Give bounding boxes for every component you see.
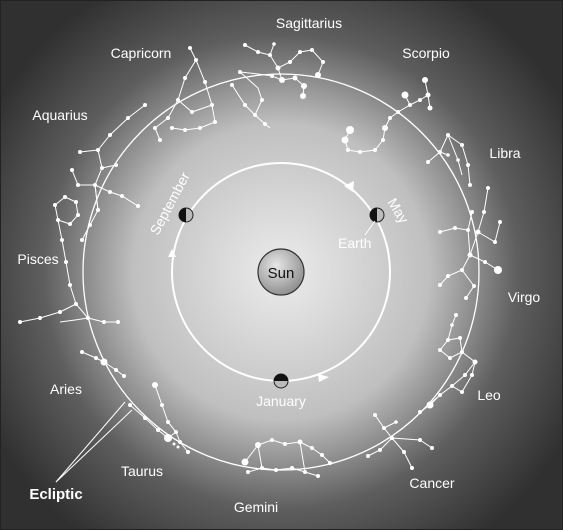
label-leo: Leo xyxy=(477,387,501,403)
month-january: January xyxy=(256,393,306,409)
constellation-aquarius xyxy=(70,103,147,242)
constellation-cancer xyxy=(366,413,434,470)
sun-icon xyxy=(257,248,305,296)
label-capricorn: Capricorn xyxy=(111,45,172,61)
earth-january-icon xyxy=(273,373,289,389)
constellation-taurus xyxy=(128,382,190,454)
orbit-arrow-icon xyxy=(318,374,329,382)
constellation-aries xyxy=(80,350,126,378)
constellation-virgo xyxy=(438,186,502,300)
earth-pointer xyxy=(364,220,376,236)
ecliptic-pointer xyxy=(55,401,126,483)
constellation-pisces xyxy=(18,195,120,324)
constellation-leo xyxy=(418,313,478,414)
ecliptic-label: Ecliptic xyxy=(29,486,82,503)
ecliptic-pointer xyxy=(55,409,133,483)
earth-september-icon xyxy=(178,207,194,223)
constellation-libra xyxy=(426,133,472,187)
label-taurus: Taurus xyxy=(121,463,163,479)
orbit-arrow-icon xyxy=(344,181,354,192)
earth-may-icon xyxy=(369,207,385,223)
label-aries: Aries xyxy=(50,381,82,397)
constellation-scorpio xyxy=(341,77,433,154)
label-aquarius: Aquarius xyxy=(32,107,87,123)
orbit-arrow-icon xyxy=(168,249,176,257)
constellation-sagittarius xyxy=(230,42,325,129)
label-pisces: Pisces xyxy=(17,251,58,267)
label-cancer: Cancer xyxy=(409,475,454,491)
label-libra: Libra xyxy=(489,145,520,161)
sun-label: Sun xyxy=(268,265,295,282)
constellation-gemini xyxy=(241,438,332,478)
ecliptic-circle xyxy=(82,73,480,471)
label-sagittarius: Sagittarius xyxy=(276,15,342,31)
earth-label: Earth xyxy=(338,235,371,251)
label-virgo: Virgo xyxy=(508,289,541,305)
label-gemini: Gemini xyxy=(234,499,278,515)
constellation-capricorn xyxy=(153,46,217,142)
label-scorpio: Scorpio xyxy=(402,45,450,61)
